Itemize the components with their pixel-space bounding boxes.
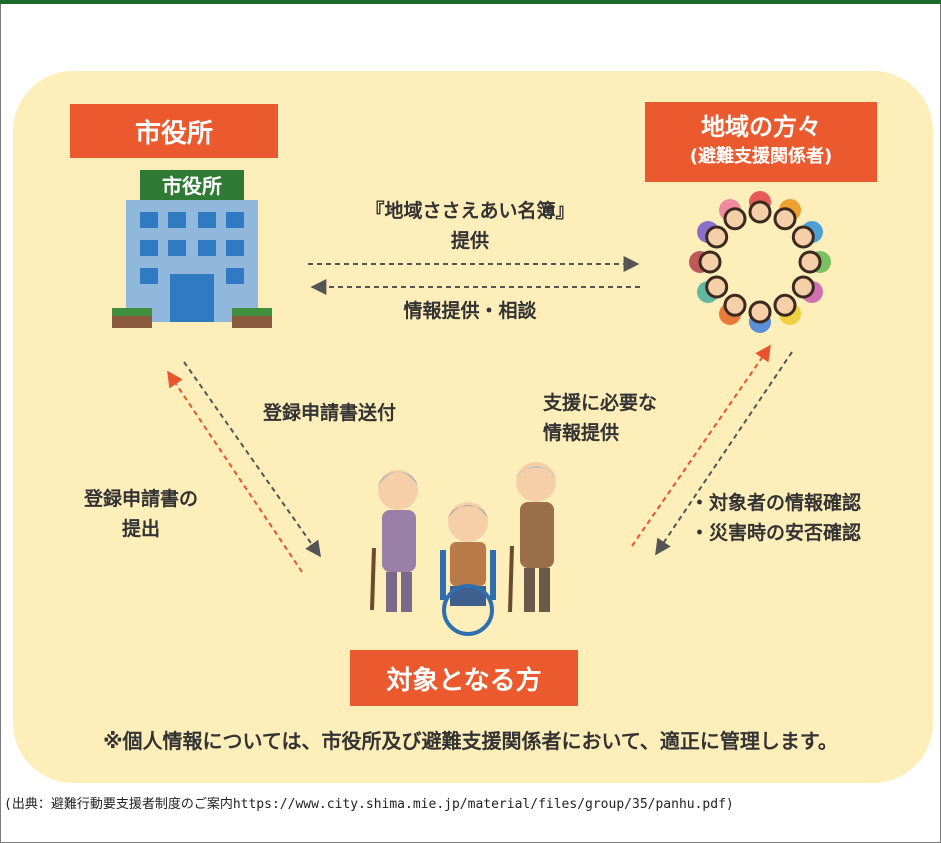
person-head xyxy=(705,275,729,299)
city-hall-building-illustration: 市役所 xyxy=(112,170,272,328)
sign-board xyxy=(140,170,244,200)
person-head xyxy=(748,200,772,224)
edge-label-provide-list: 『地域ささえあい名簿』 提供 xyxy=(365,200,575,252)
person-head xyxy=(723,207,747,231)
person-head xyxy=(798,250,822,274)
person-head xyxy=(748,300,772,324)
community-label-text: 地域の方々 xyxy=(701,113,821,141)
person-head xyxy=(705,225,729,249)
edge-label-checks: ・対象者の情報確認 ・災害時の安否確認 xyxy=(690,492,862,544)
target-label-text: 対象となる方 xyxy=(386,665,542,696)
edge-label-info-consult: 情報提供・相談 xyxy=(403,300,537,322)
person-head xyxy=(791,225,815,249)
top-bar xyxy=(0,0,941,4)
city-hall-label: 市役所 xyxy=(70,104,278,158)
edge-label-send-form: 登録申請書送付 xyxy=(263,402,397,424)
arrow-send-form xyxy=(183,361,321,558)
city-hall-label-text: 市役所 xyxy=(134,118,213,149)
privacy-note: ※個人情報については、市役所及び避難支援関係者において、適正に管理します。 xyxy=(103,729,838,753)
edge-label-support-info: 支援に必要な 情報提供 xyxy=(543,392,658,444)
person-head xyxy=(698,250,722,274)
arrow-submit-form xyxy=(167,370,303,573)
elderly-woman xyxy=(370,470,418,612)
edge-label-submit-form: 登録申請書の 提出 xyxy=(83,488,198,540)
building-sign-text: 市役所 xyxy=(162,174,222,198)
target-label: 対象となる方 xyxy=(350,650,578,706)
elderly-people-illustration xyxy=(370,462,556,636)
person-head xyxy=(773,207,797,231)
arrow-checks xyxy=(655,351,793,556)
person-head xyxy=(723,293,747,317)
elderly-man-standing xyxy=(508,462,556,613)
person-head xyxy=(773,293,797,317)
community-sublabel-text: (避難支援関係者) xyxy=(689,146,833,167)
community-circle-illustration xyxy=(689,191,831,333)
elderly-man-wheelchair xyxy=(440,502,496,636)
person-head xyxy=(791,275,815,299)
community-label: 地域の方々 (避難支援関係者) xyxy=(645,102,877,182)
arrow-support-info xyxy=(631,344,771,547)
building-door xyxy=(170,274,214,322)
source-citation: (出典：避難行動要支援者制度のご案内https://www.city.shima… xyxy=(4,797,734,812)
